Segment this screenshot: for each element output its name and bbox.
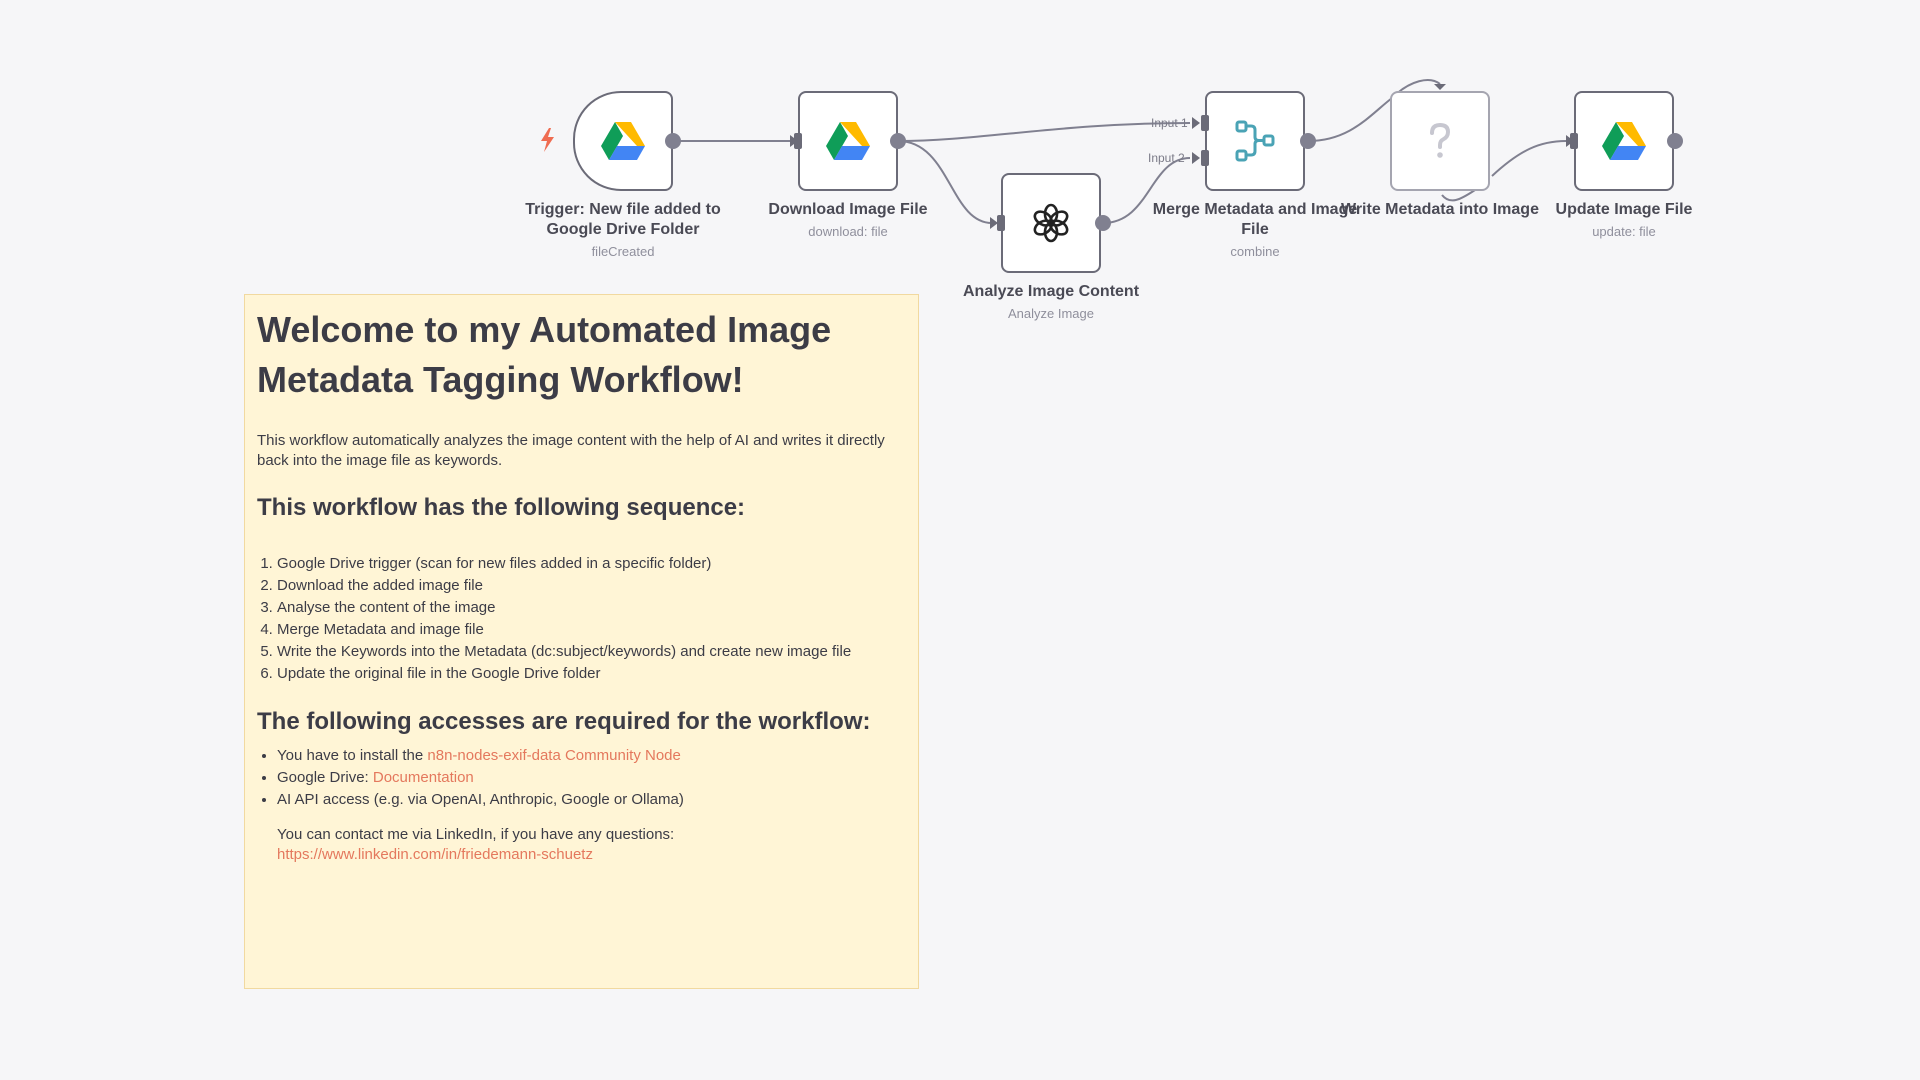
access-heading: The following accesses are required for … [257, 708, 871, 735]
node-merge[interactable] [1205, 91, 1305, 191]
update-output-handle[interactable] [1667, 133, 1683, 149]
linkedin-link[interactable]: https://www.linkedin.com/in/friedemann-s… [277, 846, 593, 863]
access-item-text: You have to install the [277, 747, 428, 764]
download-title: Download Image File [768, 201, 928, 218]
merge-label: Merge Metadata and Image File combine [1145, 200, 1365, 259]
merge-icon [1235, 120, 1275, 162]
trigger-output-handle[interactable] [665, 133, 681, 149]
analyze-output-handle[interactable] [1095, 215, 1111, 231]
download-label: Download Image File download: file [738, 200, 958, 239]
sequence-list: Google Drive trigger (scan for new files… [257, 553, 904, 685]
node-write[interactable] [1390, 91, 1490, 191]
openai-icon [1033, 203, 1069, 243]
update-label: Update Image File update: file [1514, 200, 1734, 239]
merge-input1-label: Input 1 [1151, 116, 1188, 130]
node-trigger[interactable] [573, 91, 673, 191]
sticky-note[interactable]: Welcome to my Automated Image Metadata T… [244, 294, 919, 989]
update-title: Update Image File [1555, 201, 1693, 218]
edge-write-update-top [1441, 189, 1476, 202]
merge-title: Merge Metadata and Image File [1152, 201, 1358, 238]
access-item: Google Drive: Documentation [277, 767, 904, 789]
arrow-write [1434, 84, 1446, 90]
write-title: Write Metadata into Image [1341, 201, 1539, 218]
trigger-subtitle: fileCreated [591, 244, 655, 259]
node-analyze[interactable] [1001, 173, 1101, 273]
contact-block: You can contact me via LinkedIn, if you … [277, 825, 904, 865]
exif-node-link[interactable]: n8n-nodes-exif-data Community Node [427, 747, 681, 764]
arrow-merge-1 [1192, 117, 1200, 129]
merge-subtitle: combine [1230, 244, 1280, 259]
access-item-text: Google Drive: [277, 769, 373, 786]
sequence-step: Update the original file in the Google D… [277, 663, 904, 685]
arrow-merge-2 [1192, 152, 1200, 164]
sequence-heading: This workflow has the following sequence… [257, 494, 746, 521]
merge-input1-handle[interactable] [1201, 115, 1209, 131]
trigger-bolt-icon [541, 128, 554, 152]
edge-write-update [1491, 140, 1567, 177]
node-update[interactable] [1574, 91, 1674, 191]
sticky-intro: This workflow automatically analyzes the… [257, 432, 885, 469]
download-output-handle[interactable] [890, 133, 906, 149]
access-item: AI API access (e.g. via OpenAI, Anthropi… [277, 789, 904, 811]
sequence-step: Google Drive trigger (scan for new files… [277, 553, 904, 575]
merge-input2-handle[interactable] [1201, 150, 1209, 166]
sequence-step: Merge Metadata and image file [277, 619, 904, 641]
access-list: You have to install the n8n-nodes-exif-d… [257, 745, 904, 811]
google-drive-icon [601, 122, 645, 160]
merge-input2-label: Input 2 [1148, 151, 1185, 165]
google-drive-icon [826, 122, 870, 160]
update-subtitle: update: file [1592, 224, 1656, 239]
download-input-handle[interactable] [794, 133, 802, 149]
access-item: You have to install the n8n-nodes-exif-d… [277, 745, 904, 767]
analyze-input-handle[interactable] [997, 215, 1005, 231]
sticky-title: Welcome to my Automated Image Metadata T… [257, 309, 832, 400]
contact-text: You can contact me via LinkedIn, if you … [277, 826, 675, 843]
documentation-link[interactable]: Documentation [372, 769, 474, 786]
sequence-step: Write the Keywords into the Metadata (dc… [277, 641, 904, 663]
merge-output-handle[interactable] [1300, 133, 1316, 149]
edge-merge-write [1307, 97, 1393, 142]
node-download[interactable] [798, 91, 898, 191]
download-subtitle: download: file [808, 224, 888, 239]
sequence-step: Analyse the content of the image [277, 597, 904, 619]
sequence-step: Download the added image file [277, 575, 904, 597]
analyze-label: Analyze Image Content Analyze Image [941, 282, 1161, 321]
edge-download-merge [897, 122, 1191, 142]
write-label: Write Metadata into Image [1330, 200, 1550, 220]
question-mark-icon [1430, 122, 1451, 158]
trigger-label: Trigger: New file added to Google Drive … [513, 200, 733, 259]
trigger-title: Trigger: New file added to Google Drive … [525, 201, 721, 238]
analyze-subtitle: Analyze Image [1008, 306, 1094, 321]
update-input-handle[interactable] [1570, 133, 1578, 149]
analyze-title: Analyze Image Content [962, 283, 1140, 300]
google-drive-icon [1602, 122, 1646, 160]
